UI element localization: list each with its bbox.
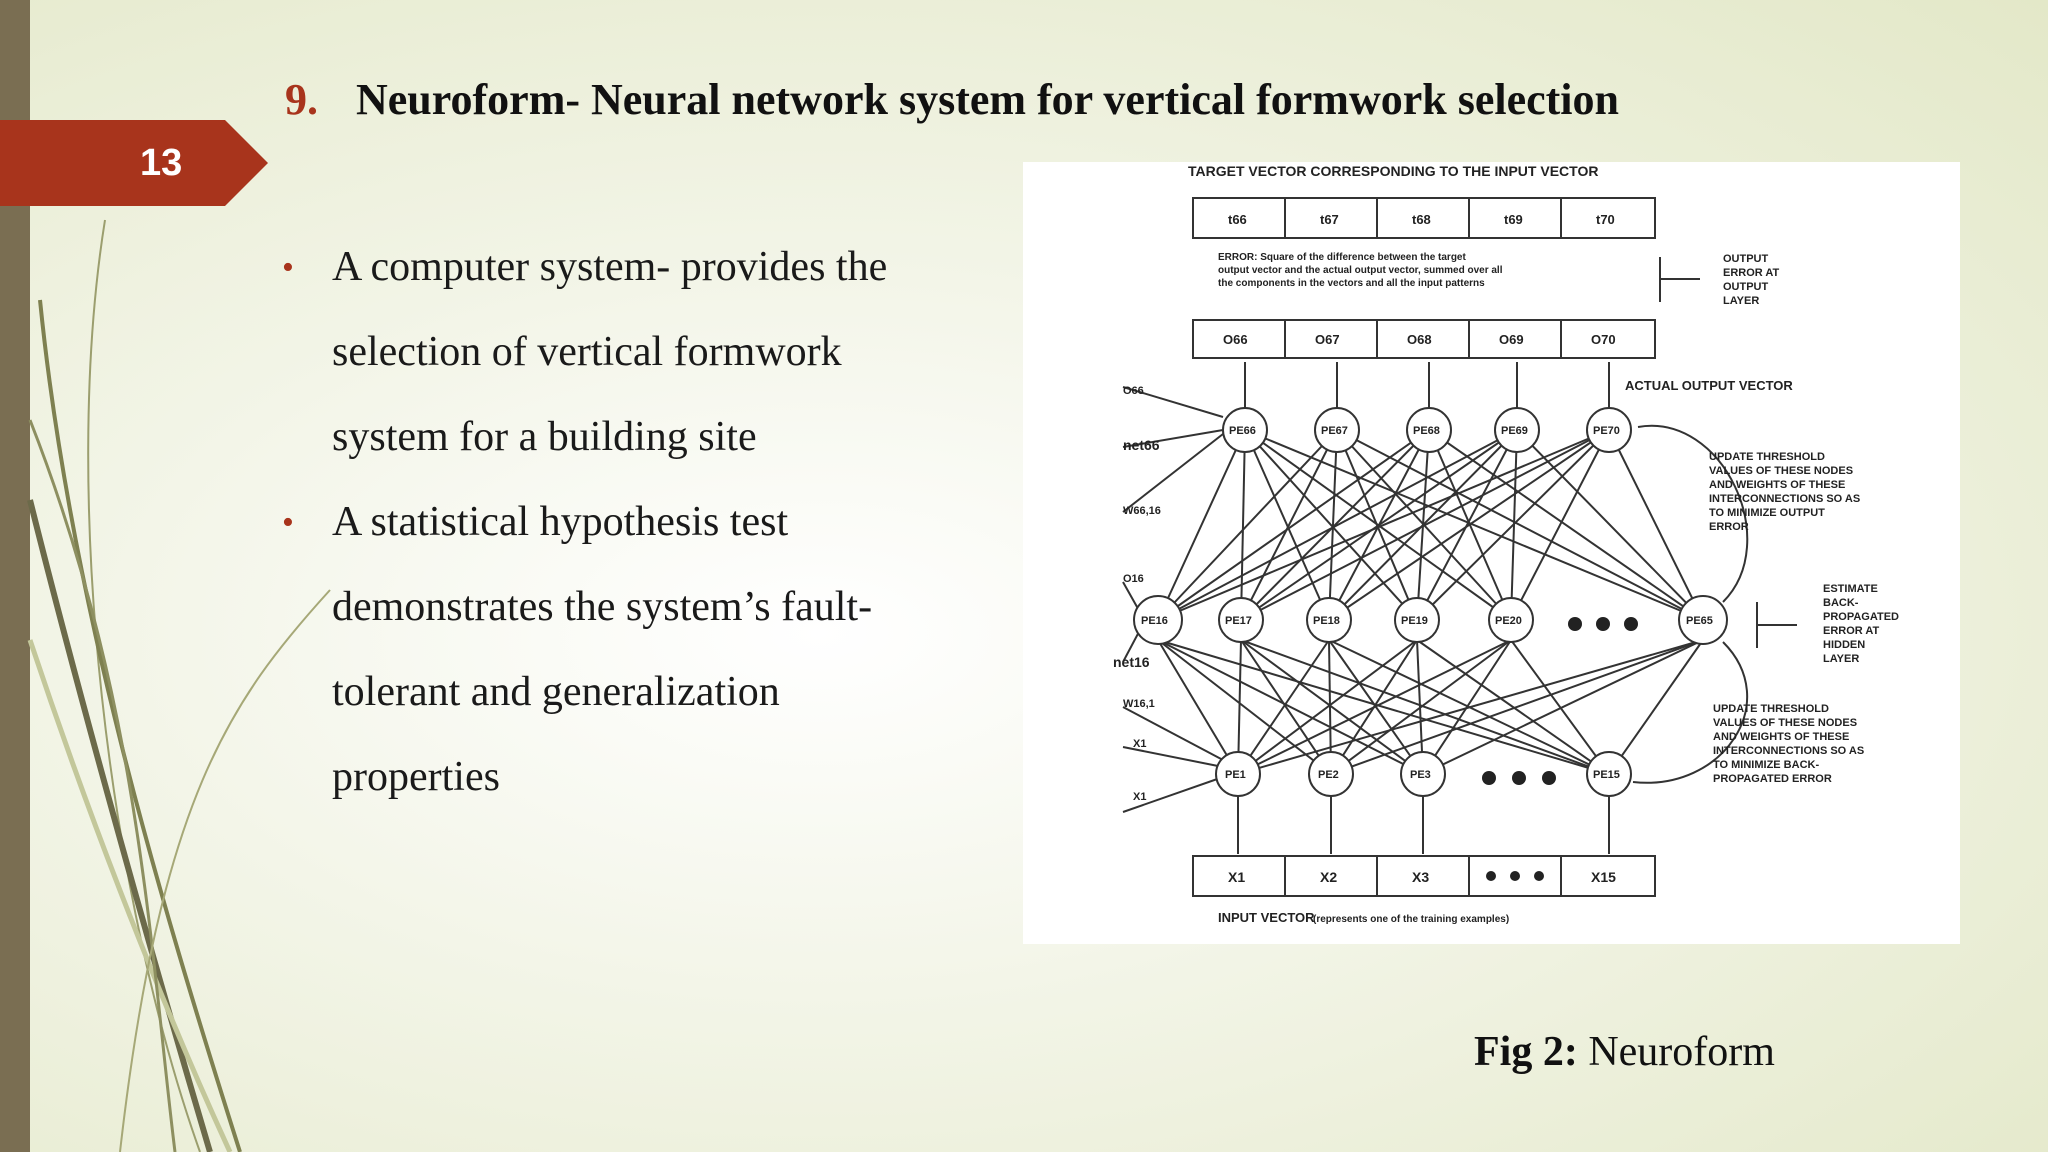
- hidden-node-label: PE19: [1401, 615, 1428, 627]
- bottom-label: INPUT VECTOR: [1218, 910, 1315, 925]
- hidden-node-label: PE65: [1686, 615, 1713, 627]
- update-top-annotation: UPDATE THRESHOLD VALUES OF THESE NODES A…: [1709, 451, 1860, 533]
- input-vector-row: X1 X2 X3 X15: [1192, 855, 1656, 897]
- bullet-line: properties: [332, 754, 500, 800]
- page-number: 13: [140, 142, 183, 184]
- decorative-swooshes: [27, 219, 331, 1152]
- annotation-line: INTERCONNECTIONS SO AS: [1713, 745, 1864, 757]
- bullet-line: A computer system- provides the: [332, 244, 888, 290]
- slide-title: 9. Neuroform- Neural network system for v…: [285, 74, 1619, 125]
- actual-output-label: ACTUAL OUTPUT VECTOR: [1625, 378, 1793, 393]
- annotation-line: ESTIMATE: [1823, 583, 1878, 595]
- bullet-line: selection of vertical formwork: [332, 329, 842, 375]
- input-node-label: PE3: [1410, 769, 1431, 781]
- bullet-line: demonstrates the system’s fault-: [332, 584, 873, 630]
- hidden-node-label: PE20: [1495, 615, 1522, 627]
- bullet-line: tolerant and generalization: [332, 669, 780, 715]
- estimate-annotation: ESTIMATE BACK- PROPAGATED ERROR AT HIDDE…: [1823, 583, 1899, 665]
- neural-network-diagram: TARGET VECTOR CORRESPONDING TO THE INPUT…: [1113, 163, 1899, 925]
- error-text: output vector and the actual output vect…: [1218, 265, 1503, 276]
- left-label: O66: [1123, 385, 1144, 397]
- input-cell: X3: [1412, 869, 1429, 885]
- bottom-note: (represents one of the training examples…: [1313, 914, 1509, 925]
- target-cell: t70: [1596, 212, 1615, 227]
- target-cell: t68: [1412, 212, 1431, 227]
- input-node-label: PE1: [1225, 769, 1246, 781]
- left-label: W16,1: [1123, 698, 1155, 710]
- bullet-dot-icon: •: [282, 504, 294, 541]
- output-error-label: ERROR AT: [1723, 267, 1780, 279]
- output-cell: O69: [1499, 332, 1524, 347]
- bullet-list: • A computer system- provides the select…: [282, 225, 1002, 820]
- annotation-line: PROPAGATED: [1823, 611, 1899, 623]
- figure-caption: Fig 2: Neuroform: [1474, 1028, 1775, 1076]
- input-cell: X1: [1228, 869, 1245, 885]
- connections: [1122, 362, 1797, 854]
- annotation-line: LAYER: [1823, 653, 1859, 665]
- annotation-line: PROPAGATED ERROR: [1713, 773, 1832, 785]
- bullet-line: system for a building site: [332, 414, 757, 460]
- input-cell: X15: [1591, 869, 1616, 885]
- annotation-line: INTERCONNECTIONS SO AS: [1709, 493, 1860, 505]
- annotation-line: BACK-: [1823, 597, 1859, 609]
- input-layer: PE1 PE2 PE3 PE15: [1215, 751, 1632, 797]
- hidden-node-label: PE17: [1225, 615, 1252, 627]
- hidden-node-label: PE18: [1313, 615, 1340, 627]
- annotation-line: VALUES OF THESE NODES: [1713, 717, 1857, 729]
- output-error-label: LAYER: [1723, 295, 1759, 307]
- left-label: X1: [1133, 738, 1146, 750]
- annotation-line: AND WEIGHTS OF THESE: [1709, 479, 1845, 491]
- output-error-label: OUTPUT: [1723, 281, 1769, 293]
- output-node-label: PE68: [1413, 425, 1440, 437]
- left-label: net16: [1113, 654, 1150, 670]
- target-cell: t67: [1320, 212, 1339, 227]
- bullet-item: • A computer system- provides the select…: [282, 225, 1002, 480]
- left-label: W66,16: [1123, 505, 1161, 517]
- annotation-line: HIDDEN: [1823, 639, 1865, 651]
- bullet-dot-icon: •: [282, 249, 294, 286]
- output-cell: O66: [1223, 332, 1248, 347]
- input-cell: X2: [1320, 869, 1337, 885]
- output-layer: PE66 PE67 PE68 PE69 PE70: [1222, 407, 1632, 453]
- hidden-node-label: PE16: [1141, 615, 1168, 627]
- annotation-line: UPDATE THRESHOLD: [1709, 451, 1825, 463]
- left-label: X1: [1133, 791, 1146, 803]
- output-node-label: PE70: [1593, 425, 1620, 437]
- annotation-line: VALUES OF THESE NODES: [1709, 465, 1853, 477]
- input-node-label: PE2: [1318, 769, 1339, 781]
- bullet-item: • A statistical hypothesis test demonstr…: [282, 480, 1002, 820]
- output-node-label: PE66: [1229, 425, 1256, 437]
- annotation-line: AND WEIGHTS OF THESE: [1713, 731, 1849, 743]
- top-label: TARGET VECTOR CORRESPONDING TO THE INPUT…: [1188, 163, 1598, 179]
- output-node-label: PE67: [1321, 425, 1348, 437]
- caption-label: Fig 2:: [1474, 1029, 1578, 1075]
- title-text: Neuroform- Neural network system for ver…: [356, 75, 1620, 124]
- error-text: ERROR: Square of the difference between …: [1218, 252, 1466, 263]
- annotation-line: UPDATE THRESHOLD: [1713, 703, 1829, 715]
- page-number-tab: [0, 120, 268, 206]
- input-node-label: PE15: [1593, 769, 1620, 781]
- target-vector-row: t66 t67 t68 t69 t70: [1192, 197, 1656, 239]
- annotation-line: ERROR AT: [1823, 625, 1880, 637]
- bullet-line: A statistical hypothesis test: [332, 499, 789, 545]
- output-cell: O68: [1407, 332, 1432, 347]
- hidden-layer: PE16 PE17 PE18 PE19 PE20 PE65: [1133, 595, 1728, 645]
- left-label: net66: [1123, 437, 1160, 453]
- error-text: the components in the vectors and all th…: [1218, 278, 1485, 289]
- output-cell: O67: [1315, 332, 1340, 347]
- target-cell: t66: [1228, 212, 1247, 227]
- annotation-line: TO MINIMIZE OUTPUT: [1709, 507, 1825, 519]
- left-label: O16: [1123, 573, 1144, 585]
- output-node-label: PE69: [1501, 425, 1528, 437]
- caption-text: Neuroform: [1577, 1029, 1775, 1075]
- annotation-line: TO MINIMIZE BACK-: [1713, 759, 1819, 771]
- update-bottom-annotation: UPDATE THRESHOLD VALUES OF THESE NODES A…: [1713, 703, 1864, 785]
- output-cell: O70: [1591, 332, 1616, 347]
- output-error-label: OUTPUT: [1723, 253, 1769, 265]
- output-vector-row: O66 O67 O68 O69 O70: [1192, 319, 1656, 359]
- title-number: 9.: [285, 75, 318, 124]
- target-cell: t69: [1504, 212, 1523, 227]
- neuroform-figure: TARGET VECTOR CORRESPONDING TO THE INPUT…: [1023, 162, 1960, 944]
- annotation-line: ERROR: [1709, 521, 1749, 533]
